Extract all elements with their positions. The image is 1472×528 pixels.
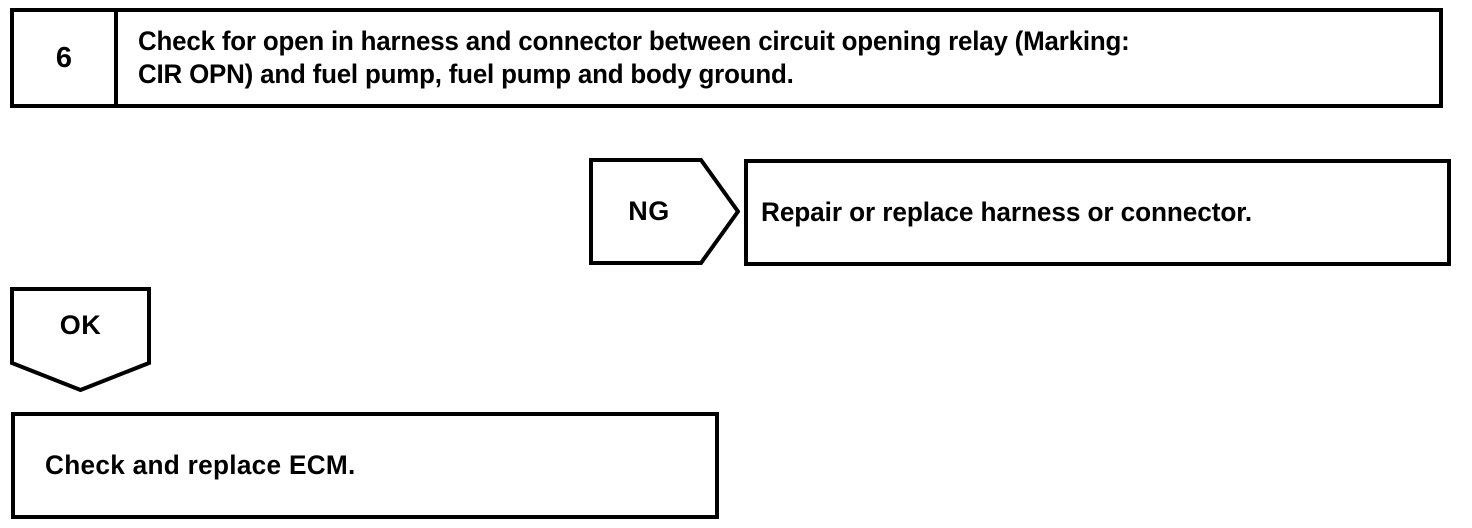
- ok-branch-arrow: [10, 287, 151, 392]
- ng-arrow-shape: [589, 158, 740, 265]
- ng-branch-arrow: [589, 158, 740, 265]
- ok-arrow-shape: [10, 287, 151, 392]
- step-box: 6 Check for open in harness and connecto…: [10, 8, 1443, 108]
- step-number-cell: 6: [14, 12, 118, 104]
- ok-result-box: Check and replace ECM.: [11, 412, 719, 519]
- step-instruction-text: Check for open in harness and connector …: [138, 26, 1130, 89]
- ng-result-text: Repair or replace harness or connector.: [761, 197, 1253, 227]
- step-number: 6: [55, 41, 73, 74]
- ok-result-text: Check and replace ECM.: [45, 450, 356, 480]
- step-instruction-cell: Check for open in harness and connector …: [118, 12, 1439, 104]
- ng-result-box: Repair or replace harness or connector.: [744, 159, 1451, 266]
